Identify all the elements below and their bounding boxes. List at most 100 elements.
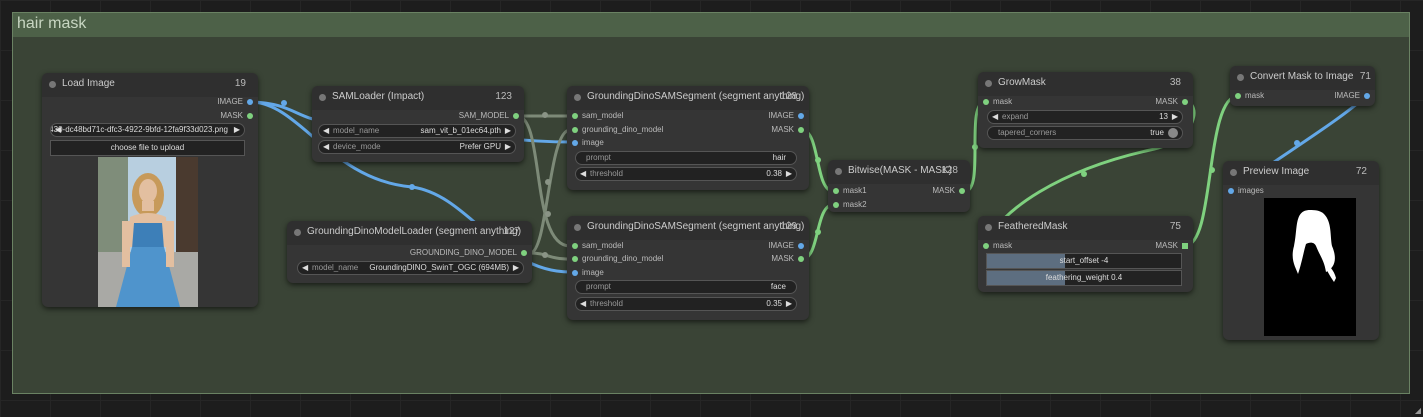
arrow-right-icon[interactable]: ▶: [785, 169, 792, 178]
collapse-dot[interactable]: [985, 224, 992, 231]
output-port[interactable]: [798, 243, 804, 249]
output-image[interactable]: IMAGE: [768, 110, 804, 122]
expand-stepper[interactable]: ◀ expand 13 ▶: [987, 110, 1183, 124]
node-segment-face[interactable]: GroundingDinoSAMSegment (segment anythin…: [567, 216, 809, 320]
model-name-combo[interactable]: ◀ model_name GroundingDINO_SwinT_OGC (69…: [297, 261, 524, 275]
threshold-stepper[interactable]: ◀ threshold 0.38 ▶: [575, 167, 797, 181]
node-header[interactable]: [567, 86, 809, 110]
node-segment-hair[interactable]: GroundingDinoSAMSegment (segment anythin…: [567, 86, 809, 190]
node-gdino-loader[interactable]: GroundingDinoModelLoader (segment anythi…: [287, 221, 532, 283]
node-bitwise[interactable]: Bitwise(MASK - MASK) 128 mask1 mask2 MAS…: [828, 160, 970, 212]
collapse-dot[interactable]: [574, 224, 581, 231]
output-port[interactable]: [798, 127, 804, 133]
node-header[interactable]: [978, 72, 1193, 96]
input-port[interactable]: [983, 99, 989, 105]
arrow-right-icon[interactable]: ▶: [504, 142, 511, 151]
output-port[interactable]: [798, 113, 804, 119]
output-port[interactable]: [798, 256, 804, 262]
input-mask[interactable]: mask: [983, 96, 1012, 108]
feathering-weight-slider[interactable]: feathering_weight 0.4: [986, 270, 1182, 286]
arrow-right-icon[interactable]: ▶: [512, 263, 519, 272]
output-grounding-dino-model[interactable]: GROUNDING_DINO_MODEL: [410, 247, 527, 259]
node-header[interactable]: [312, 86, 524, 110]
arrow-left-icon[interactable]: ◀: [323, 142, 330, 151]
collapse-dot[interactable]: [294, 229, 301, 236]
collapse-dot[interactable]: [1230, 169, 1237, 176]
input-port[interactable]: [572, 140, 578, 146]
threshold-stepper[interactable]: ◀ threshold 0.35 ▶: [575, 297, 797, 311]
arrow-left-icon[interactable]: ◀: [55, 125, 62, 134]
output-mask[interactable]: MASK: [1155, 240, 1188, 252]
output-port[interactable]: [959, 188, 965, 194]
node-header[interactable]: [1230, 66, 1375, 90]
collapse-dot[interactable]: [574, 94, 581, 101]
collapse-dot[interactable]: [1237, 74, 1244, 81]
prompt-field[interactable]: prompt face: [575, 280, 797, 294]
input-port[interactable]: [833, 188, 839, 194]
node-header[interactable]: [1223, 161, 1379, 185]
node-sam-loader[interactable]: SAMLoader (Impact) 123 SAM_MODEL ◀ model…: [312, 86, 524, 162]
input-image[interactable]: image: [572, 137, 604, 149]
prompt-field[interactable]: prompt hair: [575, 151, 797, 165]
arrow-left-icon[interactable]: ◀: [992, 112, 999, 121]
output-image[interactable]: IMAGE: [768, 240, 804, 252]
node-header[interactable]: [567, 216, 809, 240]
arrow-left-icon[interactable]: ◀: [580, 299, 587, 308]
node-header[interactable]: [42, 73, 258, 97]
output-port[interactable]: [1182, 243, 1188, 249]
node-convert-mask-to-image[interactable]: Convert Mask to Image 71 mask IMAGE: [1230, 66, 1375, 106]
input-sam-model[interactable]: sam_model: [572, 110, 623, 122]
node-header[interactable]: [287, 221, 532, 245]
input-port[interactable]: [1228, 188, 1234, 194]
input-port[interactable]: [1235, 93, 1241, 99]
arrow-right-icon[interactable]: ▶: [785, 299, 792, 308]
input-port[interactable]: [833, 202, 839, 208]
arrow-right-icon[interactable]: ▶: [1171, 112, 1178, 121]
arrow-left-icon[interactable]: ◀: [580, 169, 587, 178]
model-name-combo[interactable]: ◀ model_name sam_vit_b_01ec64.pth ▶: [318, 124, 516, 138]
arrow-left-icon[interactable]: ◀: [302, 263, 309, 272]
input-mask1[interactable]: mask1: [833, 185, 867, 197]
node-load-image[interactable]: Load Image 19 IMAGE MASK ◀ upload/202404…: [42, 73, 258, 307]
start-offset-slider[interactable]: start_offset -4: [986, 253, 1182, 269]
output-mask[interactable]: MASK: [220, 110, 253, 122]
input-mask2[interactable]: mask2: [833, 199, 867, 211]
collapse-dot[interactable]: [319, 94, 326, 101]
output-image[interactable]: IMAGE: [217, 96, 253, 108]
toggle-knob-icon[interactable]: [1168, 128, 1178, 138]
node-header[interactable]: [978, 216, 1193, 240]
input-port[interactable]: [572, 256, 578, 262]
output-port[interactable]: [513, 113, 519, 119]
input-grounding-dino-model[interactable]: grounding_dino_model: [572, 253, 663, 265]
node-grow-mask[interactable]: GrowMask 38 mask MASK ◀ expand 13 ▶ tape…: [978, 72, 1193, 148]
arrow-right-icon[interactable]: ▶: [233, 125, 240, 134]
group-title[interactable]: hair mask: [13, 13, 1409, 37]
output-sam-model[interactable]: SAM_MODEL: [459, 110, 519, 122]
input-images[interactable]: images: [1228, 185, 1264, 197]
input-mask[interactable]: mask: [1235, 90, 1264, 102]
output-image[interactable]: IMAGE: [1334, 90, 1370, 102]
upload-button[interactable]: choose file to upload: [50, 140, 245, 156]
collapse-dot[interactable]: [835, 168, 842, 175]
node-preview-image[interactable]: Preview Image 72 images: [1223, 161, 1379, 340]
input-grounding-dino-model[interactable]: grounding_dino_model: [572, 124, 663, 136]
output-mask[interactable]: MASK: [771, 124, 804, 136]
output-mask[interactable]: MASK: [1155, 96, 1188, 108]
collapse-dot[interactable]: [49, 81, 56, 88]
input-sam-model[interactable]: sam_model: [572, 240, 623, 252]
resize-grip-icon[interactable]: ◢: [1414, 406, 1421, 415]
input-image[interactable]: image: [572, 267, 604, 279]
output-port[interactable]: [247, 99, 253, 105]
input-mask[interactable]: mask: [983, 240, 1012, 252]
output-port[interactable]: [521, 250, 527, 256]
output-port[interactable]: [247, 113, 253, 119]
arrow-right-icon[interactable]: ▶: [504, 126, 511, 135]
device-mode-combo[interactable]: ◀ device_mode Prefer GPU ▶: [318, 140, 516, 154]
output-port[interactable]: [1182, 99, 1188, 105]
collapse-dot[interactable]: [985, 80, 992, 87]
arrow-left-icon[interactable]: ◀: [323, 126, 330, 135]
input-port[interactable]: [572, 270, 578, 276]
input-port[interactable]: [983, 243, 989, 249]
input-port[interactable]: [572, 243, 578, 249]
input-port[interactable]: [572, 127, 578, 133]
